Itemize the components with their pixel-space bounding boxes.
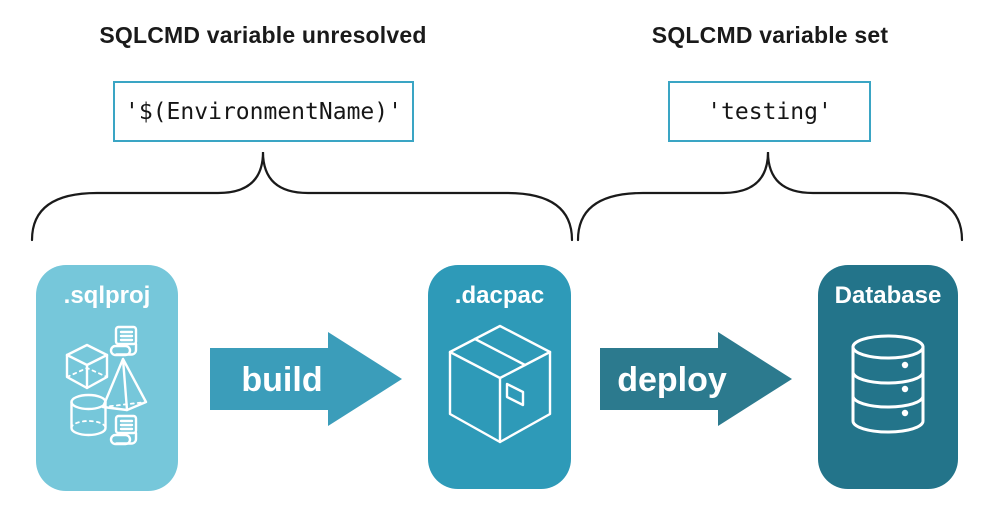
node-dacpac-label: .dacpac: [454, 282, 545, 309]
script-icon: [109, 325, 138, 357]
script-icon: [109, 414, 138, 446]
deploy-arrow-label: deploy: [617, 361, 727, 399]
package-icon: [448, 324, 551, 444]
heading-set: SQLCMD variable set: [651, 22, 889, 48]
right-brace: [576, 151, 964, 242]
build-arrow: build: [210, 332, 402, 426]
node-database-label: Database: [834, 282, 942, 309]
code-box-testing-value: 'testing': [668, 81, 871, 142]
heading-unresolved: SQLCMD variable unresolved: [99, 22, 427, 48]
node-sqlproj: .sqlproj: [36, 265, 178, 491]
left-brace: [30, 151, 574, 242]
code-text-set: 'testing': [707, 98, 832, 125]
node-dacpac: .dacpac: [428, 265, 571, 489]
node-sqlproj-label: .sqlproj: [63, 282, 151, 309]
code-box-environment-variable: '$(EnvironmentName)': [113, 81, 414, 142]
deploy-arrow: deploy: [600, 332, 792, 426]
build-arrow-label: build: [241, 361, 322, 399]
cylinder-icon: [70, 393, 107, 437]
cube-icon: [65, 343, 109, 390]
sql-objects-icon: [65, 325, 148, 446]
database-icon: [851, 334, 925, 434]
code-text-unresolved: '$(EnvironmentName)': [125, 98, 402, 125]
pyramid-icon: [101, 357, 148, 412]
build-arrow-shape: [210, 332, 402, 426]
deploy-arrow-shape: [600, 332, 792, 426]
node-database: Database: [818, 265, 958, 489]
